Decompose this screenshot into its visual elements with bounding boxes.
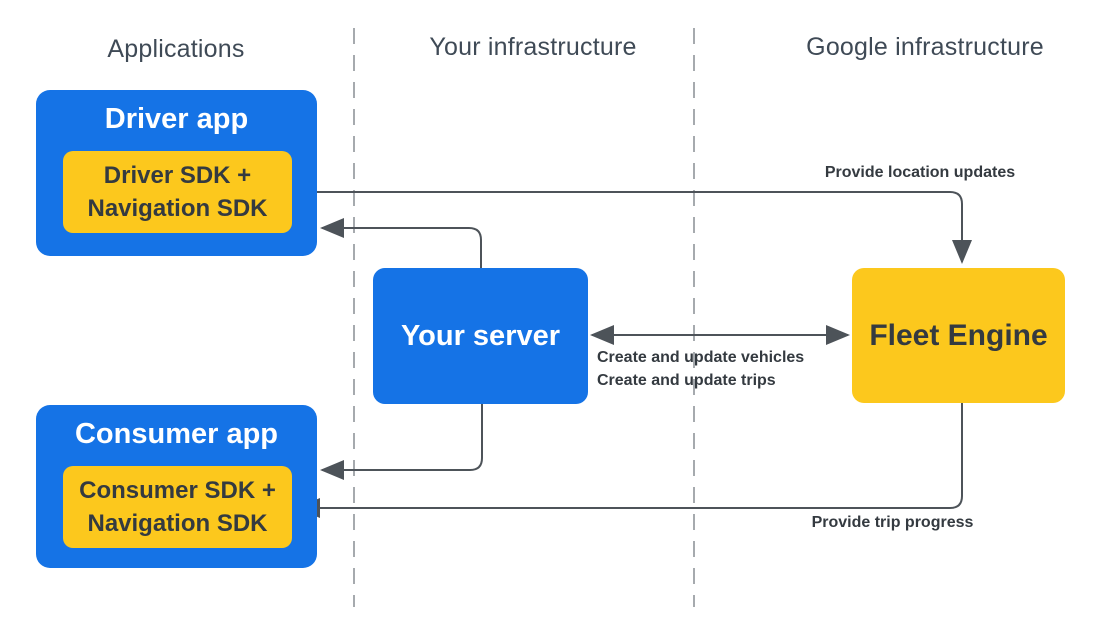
consumer-sdk-node: Consumer SDK + Navigation SDK (63, 466, 292, 548)
edge-server-to-consumer-app (320, 404, 483, 480)
driver-sdk-label-line1: Driver SDK + (103, 162, 252, 189)
edge-label-server-fleet-line2: Create and update trips (597, 372, 776, 389)
consumer-app-node: Consumer app Consumer SDK + Navigation S… (36, 405, 317, 568)
driver-app-node: Driver app Driver SDK + Navigation SDK (36, 90, 317, 256)
edge-label-trip-progress: Provide trip progress (811, 514, 974, 531)
driver-app-title: Driver app (104, 103, 249, 135)
edge-trip-progress (296, 403, 963, 518)
edge-label-server-fleet-line1: Create and update vehicles (597, 349, 805, 366)
column-header-applications: Applications (107, 35, 245, 63)
driver-sdk-label-line2: Navigation SDK (87, 195, 268, 222)
consumer-app-title: Consumer app (74, 418, 279, 450)
column-header-your-infrastructure: Your infrastructure (429, 33, 637, 61)
column-header-google-infrastructure: Google infrastructure (806, 33, 1044, 61)
fleet-engine-title: Fleet Engine (869, 318, 1048, 352)
consumer-sdk-label-line1: Consumer SDK + (79, 477, 276, 504)
driver-sdk-node: Driver SDK + Navigation SDK (63, 151, 292, 233)
edge-label-server-fleet: Create and update vehicles Create and up… (597, 346, 804, 392)
edge-location-updates (292, 191, 972, 264)
your-server-title: Your server (400, 319, 561, 352)
your-server-node: Your server (373, 268, 588, 404)
edge-server-to-driver-app (320, 218, 482, 268)
edge-label-location-updates: Provide location updates (824, 164, 1016, 181)
fleet-engine-node: Fleet Engine (852, 268, 1065, 403)
consumer-sdk-label-line2: Navigation SDK (87, 510, 268, 537)
